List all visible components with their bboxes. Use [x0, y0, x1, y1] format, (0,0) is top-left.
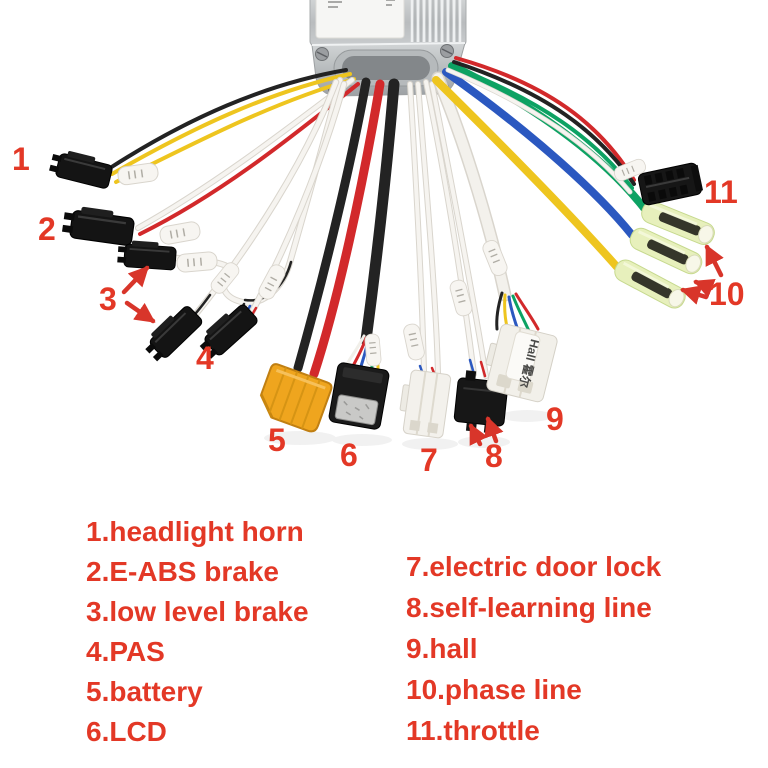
callout-8: 8 — [485, 438, 503, 474]
callout-4: 4 — [196, 340, 214, 376]
connector-2-eabs-brake — [60, 203, 137, 248]
legend-right-column: 7.electric door lock 8.self-learning lin… — [406, 546, 661, 751]
connector-9-hall: Hall 霍尔 — [485, 323, 558, 403]
legend-item-2: 2.E-ABS brake — [86, 556, 279, 587]
legend-item-11: 11.throttle — [406, 715, 540, 746]
legend-item-1: 1.headlight horn — [86, 516, 304, 547]
callout-6: 6 — [340, 437, 358, 473]
label-sleeve-6 — [363, 332, 383, 368]
arrow-10-top — [704, 244, 724, 278]
label-print-marks — [328, 0, 395, 8]
connectors: Hall 霍尔 — [47, 146, 719, 439]
soft-shadows — [264, 410, 553, 450]
label-sleeve-9 — [480, 237, 510, 279]
legend-item-5: 5.battery — [86, 676, 203, 707]
fin-shadows — [414, 0, 458, 42]
callout-7: 7 — [420, 442, 438, 478]
legend-item-10: 10.phase line — [406, 674, 582, 705]
arrow-10-middle — [693, 278, 716, 298]
wires-battery — [293, 77, 385, 379]
callout-10: 10 — [709, 276, 745, 312]
legend-item-8: 8.self-learning line — [406, 592, 652, 623]
arrow-3-upper — [121, 265, 150, 295]
connector-5-battery-xt60 — [259, 363, 333, 433]
connector-11-throttle — [637, 162, 704, 206]
controller-label — [315, 0, 405, 39]
callout-3: 3 — [99, 281, 117, 317]
legend-item-7: 7.electric door lock — [406, 551, 662, 582]
legend-left-column: 1.headlight horn 2.E-ABS brake 3.low lev… — [86, 512, 309, 752]
arrow-10-bottom — [680, 285, 709, 305]
label-sleeve-3a — [175, 250, 219, 274]
connector-6-lcd — [328, 362, 390, 430]
callout-2: 2 — [38, 211, 56, 247]
callout-arrows — [121, 244, 724, 447]
legend-item-6: 6.LCD — [86, 716, 167, 747]
legend-item-3: 3.low level brake — [86, 596, 309, 627]
callout-11: 11 — [704, 174, 738, 210]
callout-5: 5 — [268, 422, 286, 458]
callout-1: 1 — [12, 141, 30, 177]
arrow-8-left — [468, 423, 488, 447]
legend-item-4: 4.PAS — [86, 636, 165, 667]
legend-item-9: 9.hall — [406, 633, 478, 664]
connector-1-headlight-horn — [47, 146, 116, 191]
arrow-3-lower — [124, 300, 156, 324]
label-sleeve-2 — [157, 219, 203, 247]
heatsink-fins — [410, 0, 462, 42]
arrow-8-right — [484, 416, 504, 444]
connector-7-electric-door-lock — [399, 369, 452, 439]
wire-grommet-hole — [342, 56, 430, 80]
callout-9: 9 — [546, 401, 564, 437]
